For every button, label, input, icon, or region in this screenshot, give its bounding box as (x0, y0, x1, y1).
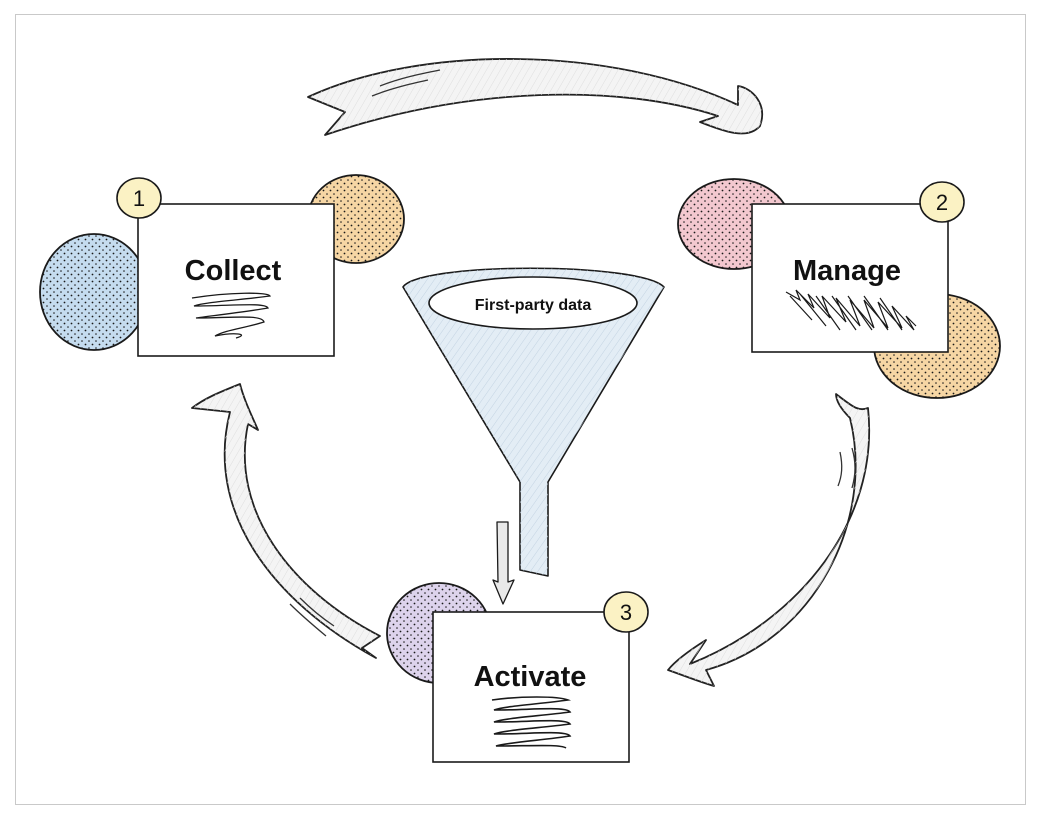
manage-card (751, 203, 949, 353)
down-arrow (492, 521, 515, 605)
funnel-label: First-party data (475, 297, 592, 314)
activate-scribble (491, 696, 572, 749)
badge-3-number: 3 (620, 600, 632, 625)
manage-title: Manage (793, 255, 901, 287)
arrow-activate-to-collect (191, 383, 381, 659)
first-party-data-funnel: First-party data (402, 267, 665, 605)
funnel-label-oval (428, 276, 638, 330)
arrow-collect-to-manage (307, 58, 763, 136)
collect-scribble (191, 292, 271, 339)
manage-scribble (785, 289, 917, 331)
collect-card (137, 203, 335, 357)
step-collect: 1 Collect (39, 174, 405, 357)
badge-1 (116, 177, 162, 219)
badge-2-number: 2 (936, 190, 948, 215)
collect-title: Collect (185, 255, 282, 287)
badge-1-number: 1 (133, 186, 145, 211)
arrow-manage-to-activate (667, 393, 871, 687)
badge-3 (603, 591, 649, 633)
step-activate: 3 Activate (386, 582, 649, 763)
activate-card (432, 611, 630, 763)
badge-2 (919, 181, 965, 223)
step-manage: 2 Manage (677, 178, 1001, 399)
activate-title: Activate (474, 661, 587, 693)
